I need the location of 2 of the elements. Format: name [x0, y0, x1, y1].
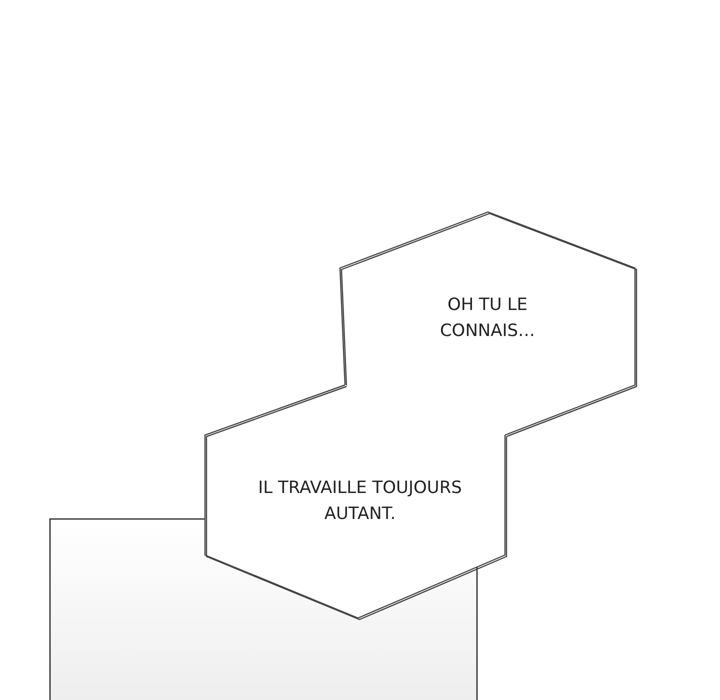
speech-text: OH TU LE CONNAIS…	[438, 294, 536, 343]
speech-text: IL TRAVAILLE TOUJOURS AUTANT.	[257, 477, 463, 526]
